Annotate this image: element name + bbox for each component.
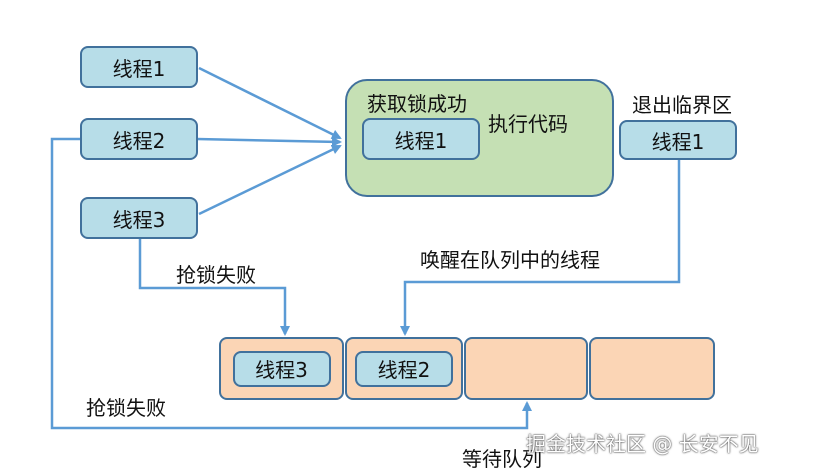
thread-2-box: 线程2 [80,118,198,160]
thread-3-label: 线程3 [112,207,166,232]
queue-slot-4 [589,337,715,400]
thread-1-label: 线程1 [112,56,166,81]
lock-holder-thread-label: 线程1 [394,128,448,153]
queue-slot-2: 线程2 [345,337,463,400]
thread-1-box: 线程1 [80,46,198,88]
execute-code-label: 执行代码 [488,112,568,136]
queue-slot-3 [464,337,588,400]
watermark: 掘金技术社区 @ 长安不见 [526,432,759,456]
grab-lock-failed-label-2: 抢锁失败 [86,396,166,420]
queue-thread-3-label: 线程3 [255,358,308,382]
wait-queue-label: 等待队列 [462,447,542,471]
grab-lock-failed-label-1: 抢锁失败 [176,263,256,287]
queue-thread-3-box: 线程3 [232,350,331,387]
arrow-thread3-to-queue [138,237,290,336]
wake-queued-thread-label: 唤醒在队列中的线程 [420,248,600,272]
exit-critical-section-label: 退出临界区 [632,93,732,117]
arrow-thread1-to-lock [198,66,342,140]
thread-3-box: 线程3 [80,197,198,239]
lock-acquired-title: 获取锁成功 [367,92,467,116]
queue-thread-2-box: 线程2 [355,350,453,387]
arrow-wake-to-queue [400,160,681,336]
thread-2-label: 线程2 [112,128,166,153]
lock-holder-thread-box: 线程1 [362,118,480,160]
queue-slot-1: 线程3 [219,337,344,400]
queue-thread-2-label: 线程2 [377,358,431,382]
arrow-thread2-fail-loop [50,137,532,430]
arrow-thread2-to-lock [196,136,342,147]
exit-thread-label: 线程1 [651,129,705,154]
exit-thread-box: 线程1 [619,120,737,160]
arrow-thread3-to-lock [198,144,342,216]
